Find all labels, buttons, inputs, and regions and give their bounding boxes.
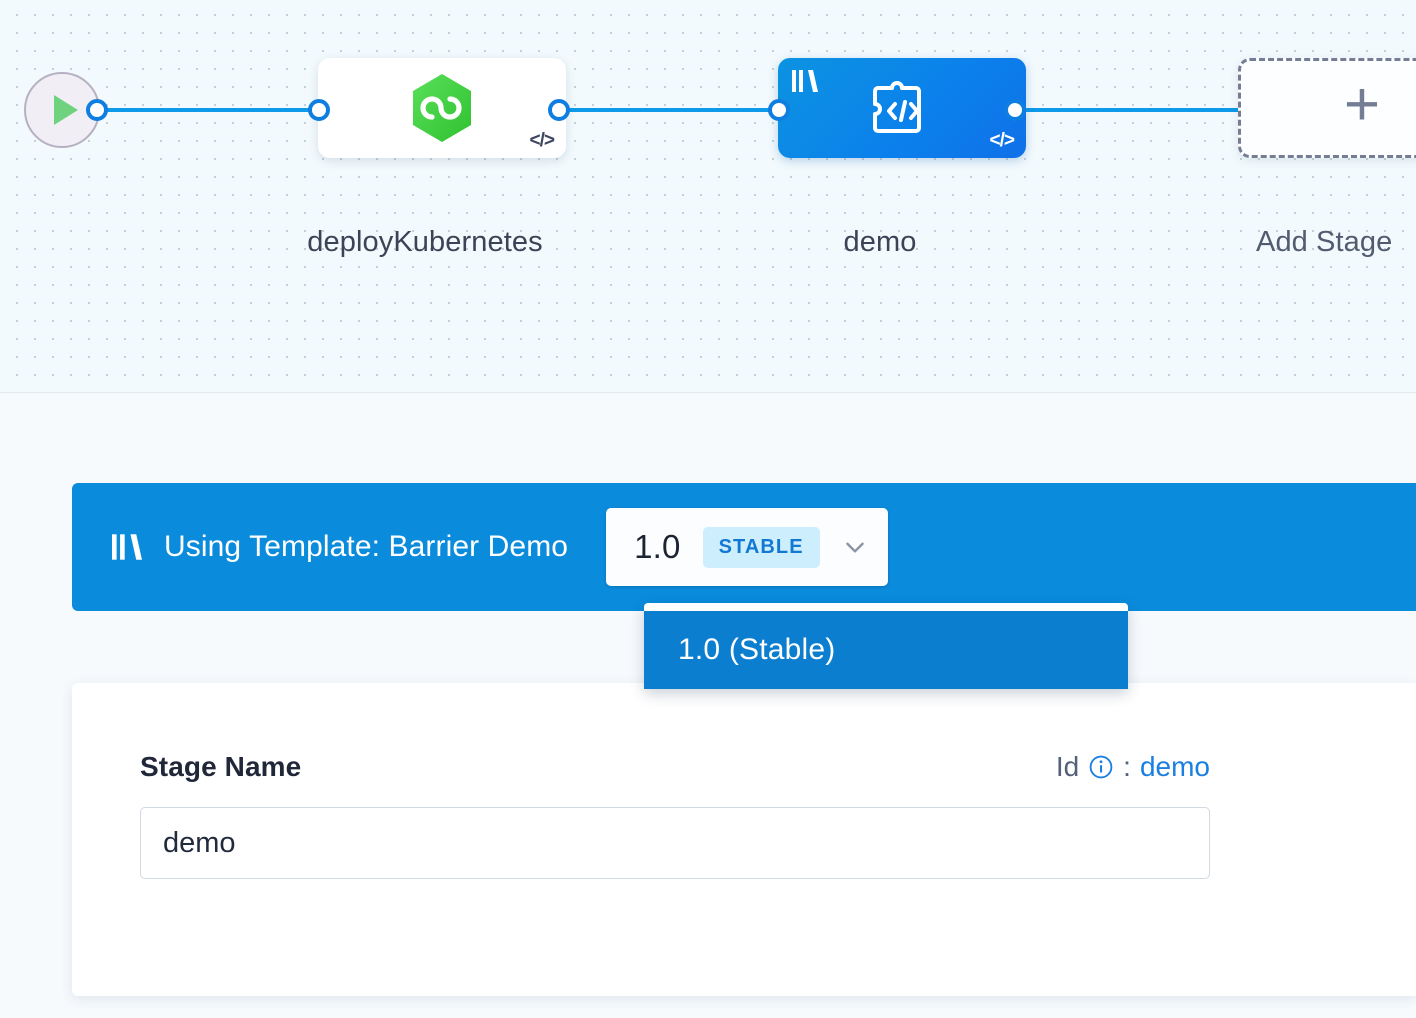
edge-demo-to-add-stage [1004, 108, 1254, 112]
stage-details-panel: Using Template: Barrier Demo 1.0 STABLE … [0, 392, 1416, 1018]
dropdown-option-1-0-stable[interactable]: 1.0 (Stable) [644, 611, 1128, 689]
template-bars-icon [792, 70, 818, 92]
plus-icon: + [1343, 70, 1381, 139]
stage-label-deploy-kubernetes: deployKubernetes [307, 226, 543, 258]
stage-id-value: demo [1139, 751, 1210, 782]
stable-badge: STABLE [702, 526, 820, 568]
id-label: Id [1055, 751, 1080, 782]
using-template-banner: Using Template: Barrier Demo 1.0 STABLE [72, 483, 1416, 611]
stage-name-input[interactable] [140, 807, 1210, 879]
stage-name-label: Stage Name [140, 751, 302, 782]
template-version-dropdown[interactable]: 1.0 (Stable) [644, 603, 1128, 689]
play-icon [53, 95, 78, 125]
id-separator: : [1123, 751, 1131, 782]
code-view-icon-demo[interactable]: </> [989, 130, 1016, 151]
stage-node-deploy-kubernetes[interactable]: </> [318, 58, 566, 158]
port-demo-out[interactable] [1004, 99, 1026, 121]
template-puzzle-code-icon [873, 81, 921, 133]
template-version-selector[interactable]: 1.0 STABLE [606, 508, 888, 586]
port-start-out[interactable] [86, 99, 108, 121]
stage-name-row: Stage Name Id : demo [140, 751, 1210, 783]
stage-config-card: Stage Name Id : demo [72, 683, 1416, 996]
using-template-label: Using Template: Barrier Demo [164, 530, 569, 563]
chevron-down-icon[interactable] [842, 534, 868, 560]
port-deploy-out[interactable] [548, 99, 570, 121]
stage-label-demo: demo [843, 226, 917, 258]
edge-start-to-deploy [96, 108, 328, 112]
info-circle-icon[interactable] [1088, 754, 1114, 780]
stage-id-block: Id : demo [1056, 751, 1210, 783]
port-deploy-in[interactable] [308, 99, 330, 121]
pipeline-canvas[interactable]: </> deployKubernetes </> demo + Add Stag… [0, 0, 1416, 392]
add-stage-node[interactable]: + [1238, 58, 1416, 158]
template-version-value: 1.0 [634, 528, 681, 565]
kubernetes-harness-hex-icon [413, 74, 471, 142]
port-demo-in[interactable] [768, 99, 790, 121]
add-stage-label: Add Stage [1256, 226, 1393, 258]
template-bars-icon [112, 534, 142, 560]
code-view-icon[interactable]: </> [529, 130, 556, 151]
edge-deploy-to-demo [548, 108, 788, 112]
stage-node-demo[interactable]: </> [778, 58, 1026, 158]
